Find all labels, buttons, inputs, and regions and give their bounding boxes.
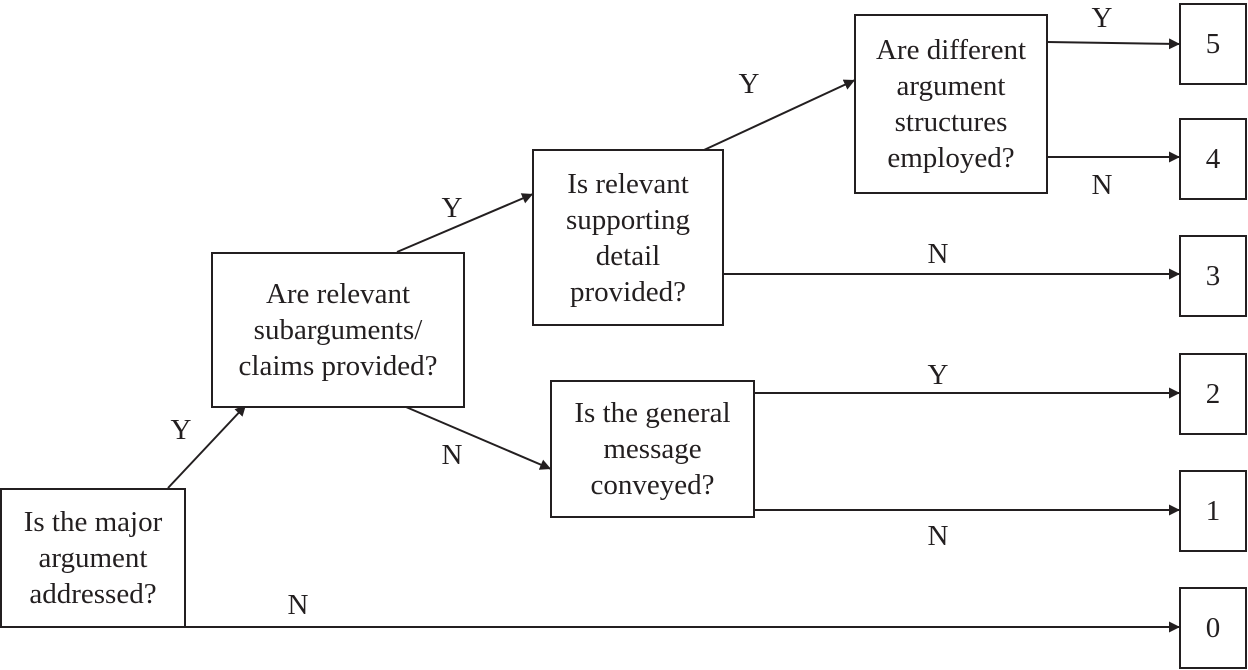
arrow-q1-yes (167, 404, 247, 489)
question-subarguments: Are relevant subarguments/ claims provid… (211, 252, 465, 408)
arrow-q4-yes (1046, 38, 1181, 50)
score-0: 0 (1179, 587, 1247, 669)
label-q3-yes: Y (738, 68, 760, 100)
score-2: 2 (1179, 353, 1247, 435)
question-major-argument: Is the major argument addressed? (0, 488, 186, 628)
label-q1-no: N (287, 589, 309, 621)
score-5: 5 (1179, 3, 1247, 85)
score-4: 4 (1179, 118, 1247, 200)
label-q4-yes: Y (1091, 2, 1113, 34)
label-q4-no: N (1091, 169, 1113, 201)
arrow-q3-yes (703, 79, 856, 151)
question-general-message: Is the general message conveyed? (550, 380, 755, 518)
label-q1-yes: Y (170, 414, 192, 446)
question-supporting-detail: Is relevant supporting detail provided? (532, 149, 724, 326)
label-q2-yes: Y (441, 192, 463, 224)
arrow-q2-yes (396, 193, 534, 253)
label-q3-no: N (927, 238, 949, 270)
label-q2-no: N (441, 439, 463, 471)
arrow-q2-no (405, 406, 552, 470)
score-1: 1 (1179, 470, 1247, 552)
label-q5-yes: Y (927, 359, 949, 391)
question-argument-structures: Are different argument structures employ… (854, 14, 1048, 194)
score-3: 3 (1179, 235, 1247, 317)
label-q5-no: N (927, 520, 949, 552)
